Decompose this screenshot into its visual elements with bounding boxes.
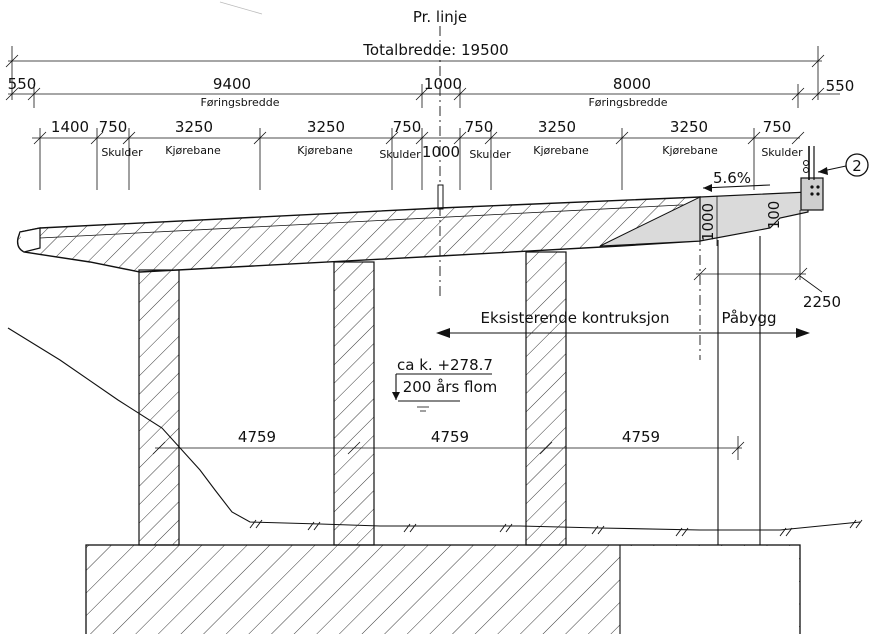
bridge-deck <box>16 191 809 273</box>
column-spacing-2: 4759 <box>431 428 469 446</box>
slope-label: 5.6% <box>713 169 751 187</box>
lane-label-a: Kjørebane <box>165 144 221 157</box>
lane-label-c: Kjørebane <box>533 144 589 157</box>
extension-height-100: 100 <box>765 201 783 230</box>
slope-arrow <box>702 184 771 189</box>
callout-marker <box>817 153 869 177</box>
median-barrier <box>437 184 444 210</box>
extension-width-dimension <box>693 210 823 293</box>
dim-left-edge: 550 <box>8 75 37 93</box>
shoulder-label-c: Skulder <box>469 148 511 161</box>
pillar-3 <box>525 251 567 546</box>
extension-label: Påbygg <box>721 309 776 327</box>
slope-arrow-head <box>703 184 712 192</box>
dim-lane-9: 3250 <box>670 118 708 136</box>
lane-label-b: Kjørebane <box>297 144 353 157</box>
dim-lane-4: 3250 <box>307 118 345 136</box>
dim-lane-8: 3250 <box>538 118 576 136</box>
dim-lane-5: 750 <box>393 118 422 136</box>
dim-lane-7: 750 <box>465 118 494 136</box>
pillar-1 <box>138 269 180 546</box>
arrow-head-left <box>436 328 450 338</box>
arrow-head-right <box>796 328 810 338</box>
dim-right-edge: 550 <box>826 77 855 95</box>
water-level-symbol <box>392 373 492 412</box>
railing <box>800 146 824 211</box>
shoulder-label-a: Skulder <box>101 146 143 159</box>
dim-lane-6: 1000 <box>422 143 460 161</box>
dim-left-lanes-total: 9400 <box>213 75 251 93</box>
water-level-label: ca k. +278.7 <box>397 356 493 374</box>
column-spacing-3: 4759 <box>622 428 660 446</box>
lane-label-d: Kjørebane <box>662 144 718 157</box>
dim-lane-10: 750 <box>763 118 792 136</box>
callout-number: 2 <box>852 157 862 175</box>
dim-lane-1: 1400 <box>51 118 89 136</box>
top-dimension-row <box>5 84 840 108</box>
dim-lane-3: 3250 <box>175 118 213 136</box>
terrain-line <box>7 327 861 531</box>
lane-dimension-row <box>32 128 805 190</box>
extension-height-1000: 1000 <box>699 203 717 241</box>
guide-width-label-left: Føringsbredde <box>200 96 279 109</box>
shoulder-label-d: Skulder <box>761 146 803 159</box>
flood-label: 200 års flom <box>403 378 498 396</box>
foundation-extension-area <box>620 546 799 634</box>
terrain-ticks <box>249 519 863 537</box>
column-spacing-dimension <box>152 436 745 460</box>
pillar-2 <box>333 261 375 546</box>
shoulder-label-b: Skulder <box>379 148 421 161</box>
centerline-label: Pr. linje <box>413 8 467 26</box>
guide-width-label-right: Føringsbredde <box>588 96 667 109</box>
total-width-dimension <box>5 46 825 100</box>
column-spacing-1: 4759 <box>238 428 276 446</box>
existing-structure-label: Eksisterende kontruksjon <box>481 309 670 327</box>
dim-right-lanes-total: 8000 <box>613 75 651 93</box>
extension-width-label: 2250 <box>803 293 841 311</box>
dim-lane-2: 750 <box>99 118 128 136</box>
total-width-label: Totalbredde: 19500 <box>362 41 508 59</box>
construction-line <box>219 1 263 15</box>
dim-median: 1000 <box>424 75 462 93</box>
